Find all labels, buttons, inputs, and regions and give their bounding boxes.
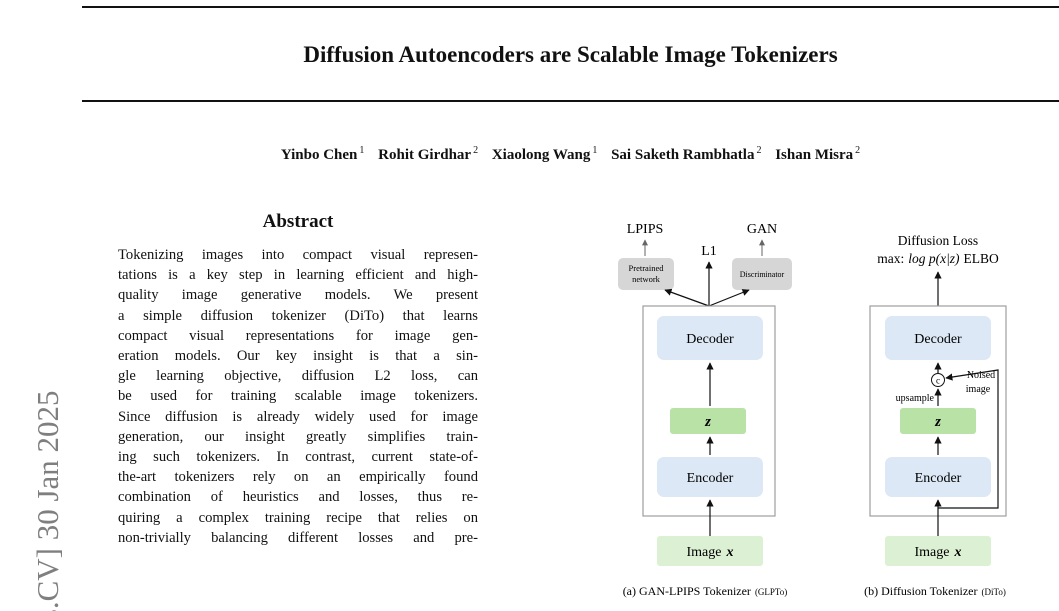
abstract-line: non-trivially balancing different losses… <box>118 529 478 546</box>
discriminator-block <box>732 258 792 290</box>
encoder-block-b <box>885 457 991 497</box>
title-rule-top <box>82 6 1059 8</box>
encoder-label-b: Encoder <box>915 471 962 486</box>
title-rule-bottom <box>82 100 1059 102</box>
noised-image-path <box>938 369 999 509</box>
abstract-line: the-art tokenizers rely on an empiricall… <box>118 469 478 486</box>
pretrained-label-1: Pretrained <box>629 263 665 273</box>
caption-b: (b) Diffusion Tokenizer (DiTo) <box>864 584 1006 598</box>
author-affiliation: 1 <box>592 145 598 156</box>
image-word-a: Image <box>687 545 722 560</box>
lpips-label: LPIPS <box>627 222 664 237</box>
abstract-line: ing such tokenizers. In contrast, curren… <box>118 449 478 466</box>
abstract-line: Tokenizing images into compact visual re… <box>118 247 478 263</box>
pretrained-network-block <box>618 258 674 290</box>
abstract-body: Tokenizing images into compact visual re… <box>118 245 478 548</box>
noised-label-1: Noised <box>967 370 995 381</box>
loss-suffix: ELBO <box>964 251 999 266</box>
decoder-block-b <box>885 316 991 360</box>
diffusion-loss-formula: max: log p(x|z) ELBO <box>877 251 999 266</box>
upsample-label: upsample <box>896 393 935 404</box>
arrow-to-discriminator <box>708 289 750 307</box>
encoder-label-a: Encoder <box>687 471 734 486</box>
caption-a-small: (GLPTo) <box>755 587 787 597</box>
panel-b: Diffusion Loss max: log p(x|z) ELBO Decode… <box>864 233 1007 598</box>
abstract-line: quiring a complex training recipe that r… <box>118 509 478 526</box>
author-name: Yinbo Chen <box>280 147 358 163</box>
concat-label: c <box>936 376 940 386</box>
l1-label: L1 <box>701 244 717 259</box>
diffusion-loss-title: Diffusion Loss <box>898 233 978 248</box>
abstract-line: be used for training scalable image toke… <box>118 388 478 405</box>
abstract-line: quality image generative models. We pres… <box>118 287 478 304</box>
latent-z-block-a <box>670 408 746 434</box>
paper-title: Diffusion Autoencoders are Scalable Imag… <box>303 42 838 67</box>
abstract-line: generation, our insight greatly simplifi… <box>118 428 478 445</box>
figure-tokenizer-comparison: LPIPS L1 GAN Pretrained network Discrimi… <box>585 210 1025 610</box>
decoder-block-a <box>657 316 763 360</box>
latent-z-label-b: z <box>934 414 941 430</box>
author-name: Rohit Girdhar <box>378 147 472 163</box>
image-var-a: x <box>725 545 733 560</box>
abstract-heading: Abstract <box>262 211 334 232</box>
figure-svg: LPIPS L1 GAN Pretrained network Discrimi… <box>618 222 1007 598</box>
loss-prefix: max: <box>877 251 904 266</box>
decoder-label-b: Decoder <box>914 332 962 347</box>
arxiv-stamp: cs.CV] 30 Jan 2025 <box>30 390 65 611</box>
author-affiliation: 2 <box>756 145 762 156</box>
concat-node <box>931 373 945 387</box>
caption-a: (a) GAN-LPIPS Tokenizer (GLPTo) <box>623 584 788 598</box>
author-name: Xiaolong Wang <box>491 147 591 163</box>
panel-a: LPIPS L1 GAN Pretrained network Discrimi… <box>618 222 792 598</box>
arxiv-sidebar: cs.CV] 30 Jan 2025 <box>0 0 70 611</box>
image-word-b: Image <box>915 545 950 560</box>
abstract-line: gle learning objective, diffusion L2 los… <box>118 368 478 385</box>
abstract-line: eration models. Our key insight is that … <box>118 348 478 365</box>
noised-label-2: image <box>966 384 991 395</box>
author-name: Ishan Misra <box>775 147 854 163</box>
arrow-to-pretrained <box>664 288 710 307</box>
abstract-line: compact visual representations for image… <box>118 327 478 344</box>
caption-a-main: (a) GAN-LPIPS Tokenizer <box>623 584 751 598</box>
encoder-block-a <box>657 457 763 497</box>
latent-z-label-a: z <box>704 414 711 430</box>
input-image-block-a <box>657 536 763 566</box>
latent-z-block-b <box>900 408 976 434</box>
abstract-line: combination of heuristics and losses, th… <box>118 489 478 506</box>
author-name: Sai Saketh Rambhatla <box>611 147 755 163</box>
author-affiliation: 2 <box>473 145 479 156</box>
abstract-line: tations is a key step in learning effici… <box>118 267 478 284</box>
caption-b-main: (b) Diffusion Tokenizer <box>864 584 977 598</box>
author-affiliation: 1 <box>359 145 365 156</box>
image-var-b: x <box>953 545 961 560</box>
discriminator-label: Discriminator <box>740 270 785 279</box>
abstract-line: Since diffusion is already widely used f… <box>118 408 478 425</box>
gan-label: GAN <box>747 222 777 237</box>
input-image-block-b <box>885 536 991 566</box>
decoder-label-a: Decoder <box>686 332 734 347</box>
caption-b-small: (DiTo) <box>981 587 1005 597</box>
loss-formula: log p(x|z) <box>908 251 960 266</box>
abstract-line: a simple diffusion tokenizer (DiTo) that… <box>118 307 478 324</box>
pretrained-label-2: network <box>632 274 661 284</box>
author-affiliation: 2 <box>855 145 861 156</box>
tokenizer-frame-a <box>642 305 776 517</box>
